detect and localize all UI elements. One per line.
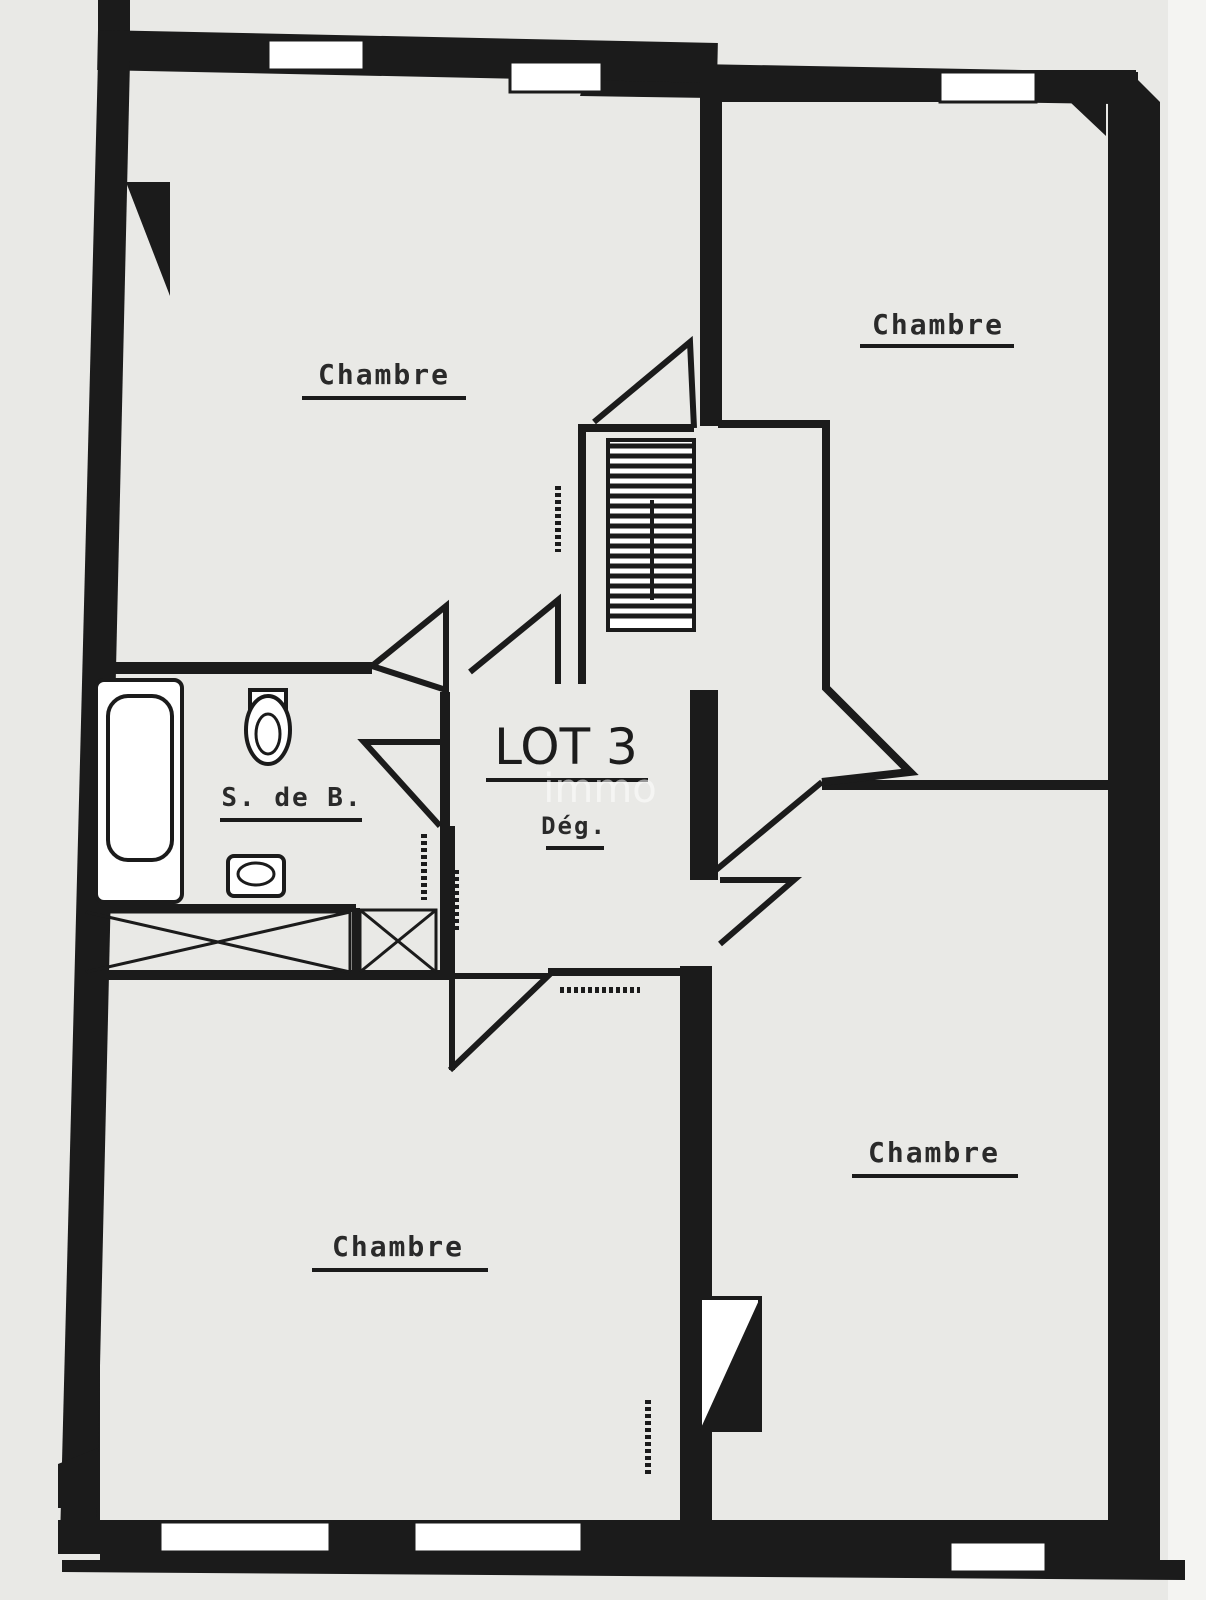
doors: [357, 593, 824, 1073]
window-bottom-2: [412, 1520, 584, 1554]
window-top-1: [266, 38, 366, 72]
watermark-text: immo: [543, 766, 657, 812]
bathtub: [94, 678, 184, 904]
sink: [226, 854, 286, 898]
label-bedroom-bottom-left: Chambre: [332, 1230, 464, 1263]
label-bedroom-top-right: Chambre: [872, 308, 1004, 341]
label-bathroom: S. de B.: [221, 783, 362, 813]
label-bedroom-bottom-right: Chambre: [868, 1136, 1000, 1169]
radiators: [421, 486, 651, 1476]
paper-edge: [1168, 0, 1206, 1600]
interior-walls: [84, 96, 1122, 1540]
chimney-blocks: [58, 102, 1106, 1508]
window-top-3: [938, 70, 1038, 104]
toilet: [244, 688, 292, 766]
window-bottom-1: [158, 1520, 332, 1554]
label-landing: Dég.: [541, 812, 607, 840]
lot-label: LOT 3: [494, 718, 638, 776]
window-bottom-3: [948, 1540, 1048, 1574]
window-top-2: [508, 60, 604, 94]
windows: [158, 38, 1048, 1574]
label-underlines: [220, 344, 1018, 1272]
staircase: [606, 438, 696, 632]
label-bedroom-top-left: Chambre: [318, 358, 450, 391]
storage-cross-hatch: [84, 908, 438, 974]
